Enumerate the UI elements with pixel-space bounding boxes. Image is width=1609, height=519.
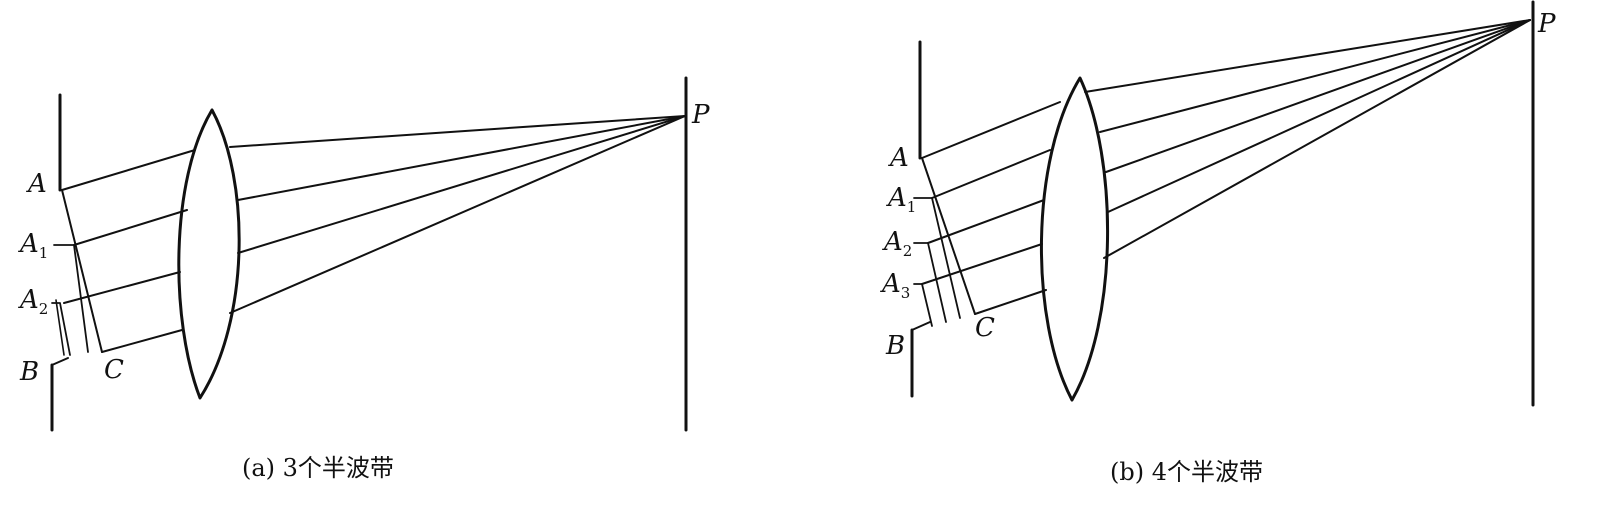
panel-a-label-b: B [19, 357, 39, 387]
panel-b-ray-in-2 [931, 149, 1051, 199]
panel-a-slit-ledge [51, 357, 69, 366]
panel-b-label-c: C [975, 313, 995, 343]
panel-b: A A1 A2 A3 B C P (b) 4个半波带 [880, 0, 1556, 486]
panel-b-label-a: A [888, 143, 909, 173]
panel-b-ray-in-5 [974, 289, 1047, 315]
panel-a-ray-out-1 [229, 115, 686, 148]
panel-b-ray-out-2 [1099, 19, 1531, 133]
panel-a-a2-drop [51, 302, 71, 356]
panel-a-ray-in-3 [63, 271, 181, 304]
panel-a-label-p: P [691, 100, 710, 130]
panel-b-ray-in-3 [927, 199, 1045, 244]
panel-b-ray-out-4 [1107, 19, 1531, 213]
panel-a-ray-in-2 [73, 209, 188, 246]
panel-a-lower-marker [55, 299, 65, 356]
panel-a-wavefront-ac [61, 189, 103, 353]
panel-a: A A1 A2 B C P (a) 3个半波带 [18, 76, 710, 482]
panel-a-label-c: C [104, 355, 124, 385]
panel-a-ray-in-4 [101, 329, 183, 353]
panel-b-a1-drop [913, 197, 961, 319]
panel-b-ray-out-1 [1084, 19, 1531, 93]
panel-a-label-a1: A1 [18, 229, 48, 262]
panel-a-label-a: A [26, 169, 47, 199]
panel-b-slit-ledge [911, 321, 931, 331]
panel-a-label-a2: A2 [18, 285, 48, 318]
panel-b-a3-drop [913, 283, 933, 327]
panel-b-ray-out-3 [1105, 19, 1531, 173]
panel-b-lens [1039, 76, 1110, 402]
panel-a-ray-out-3 [237, 115, 686, 254]
panel-a-ray-out-4 [229, 115, 686, 314]
panel-a-ray-out-2 [237, 115, 686, 201]
panel-b-ray-in-4 [921, 243, 1043, 285]
panel-b-label-a3: A3 [880, 269, 910, 302]
panel-b-a2-drop [913, 242, 947, 323]
panel-a-ray-in-1 [61, 149, 196, 191]
panel-b-label-b: B [885, 331, 905, 361]
panel-b-caption: (b) 4个半波带 [1110, 458, 1263, 486]
panel-b-label-p: P [1537, 9, 1556, 39]
panel-b-ray-out-5 [1103, 19, 1531, 259]
panel-b-ray-in-1 [921, 101, 1061, 159]
panel-a-caption: (a) 3个半波带 [242, 454, 394, 482]
panel-b-label-a1: A1 [886, 183, 916, 216]
panel-a-lens [177, 108, 241, 400]
panel-b-label-a2: A2 [882, 227, 912, 260]
